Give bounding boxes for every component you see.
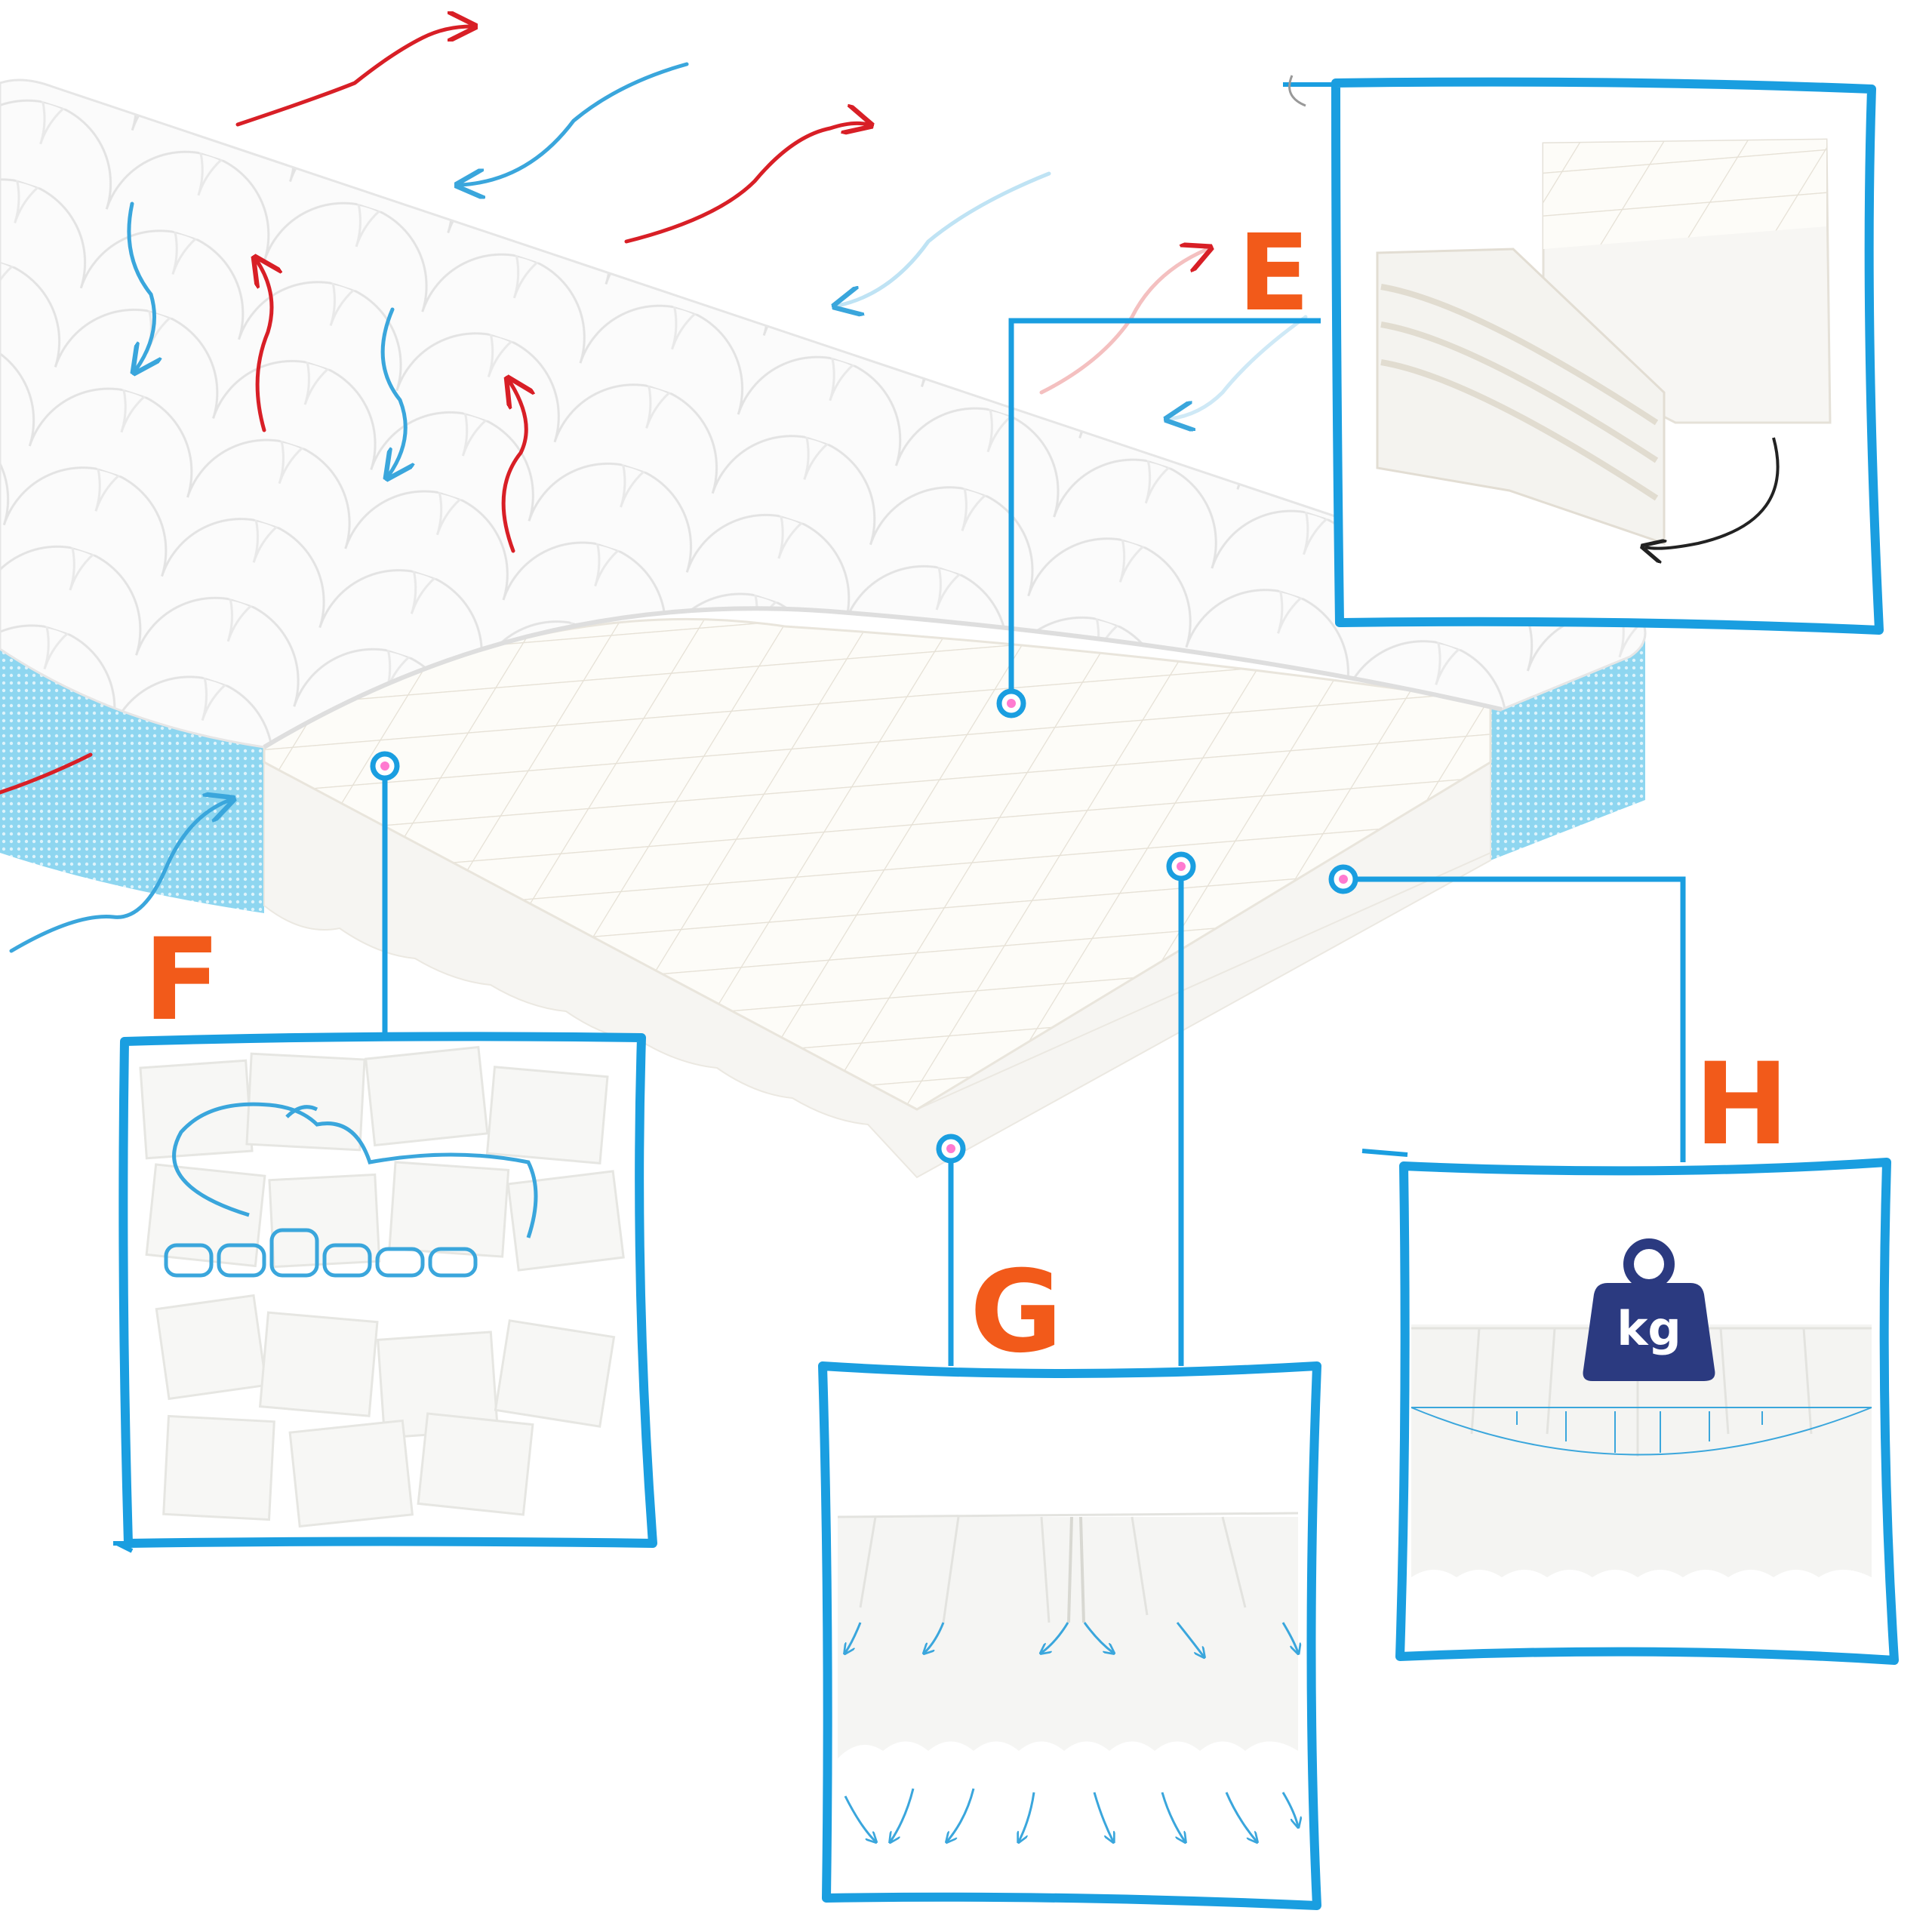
mesh-side-left: [0, 649, 264, 913]
callout-dots: [370, 688, 1358, 1164]
blue-arrow-icon: [838, 171, 1051, 306]
weight-unit-label: kg: [1617, 1301, 1681, 1356]
red-arrow-icon: [0, 752, 93, 795]
red-up-arrow-icon: [501, 381, 526, 553]
label-g: G: [970, 1247, 1063, 1378]
panel-h: kg: [1361, 1149, 1899, 1668]
connectors: [382, 318, 1686, 1381]
label-e: E: [1238, 212, 1310, 335]
curved-arrow-icon: [1645, 437, 1780, 549]
connector-e: [1008, 318, 1321, 702]
blue-arrow-icon: [460, 62, 689, 185]
connector-h: [1343, 876, 1686, 1162]
panel-f: [113, 1032, 657, 1553]
panel-e-frame: [1331, 77, 1884, 635]
blue-arrow-icon: [9, 800, 230, 953]
blue-down-arrow-icon: [380, 307, 405, 475]
label-f: F: [143, 915, 220, 1046]
panel-e: [1283, 75, 1884, 635]
panel-h-frame: [1395, 1158, 1899, 1665]
red-arrow-icon: [235, 26, 472, 127]
airflow-arrows: [0, 26, 1308, 953]
red-arrow-icon: [1039, 249, 1208, 395]
red-arrow-icon: [624, 123, 868, 244]
sleeper-outline-icon: [164, 1102, 538, 1278]
airflow-arrows-g: [845, 1622, 1298, 1657]
blue-down-arrow-icon: [127, 202, 155, 370]
panel-f-frame: [118, 1032, 657, 1548]
panel-g: [818, 1361, 1321, 1910]
label-h: H: [1694, 1039, 1789, 1171]
blue-arrow-icon: [1170, 315, 1308, 419]
panel-g-frame: [818, 1361, 1321, 1910]
red-up-arrow-icon: [257, 260, 272, 432]
kg-weight-icon: [1583, 1238, 1715, 1381]
